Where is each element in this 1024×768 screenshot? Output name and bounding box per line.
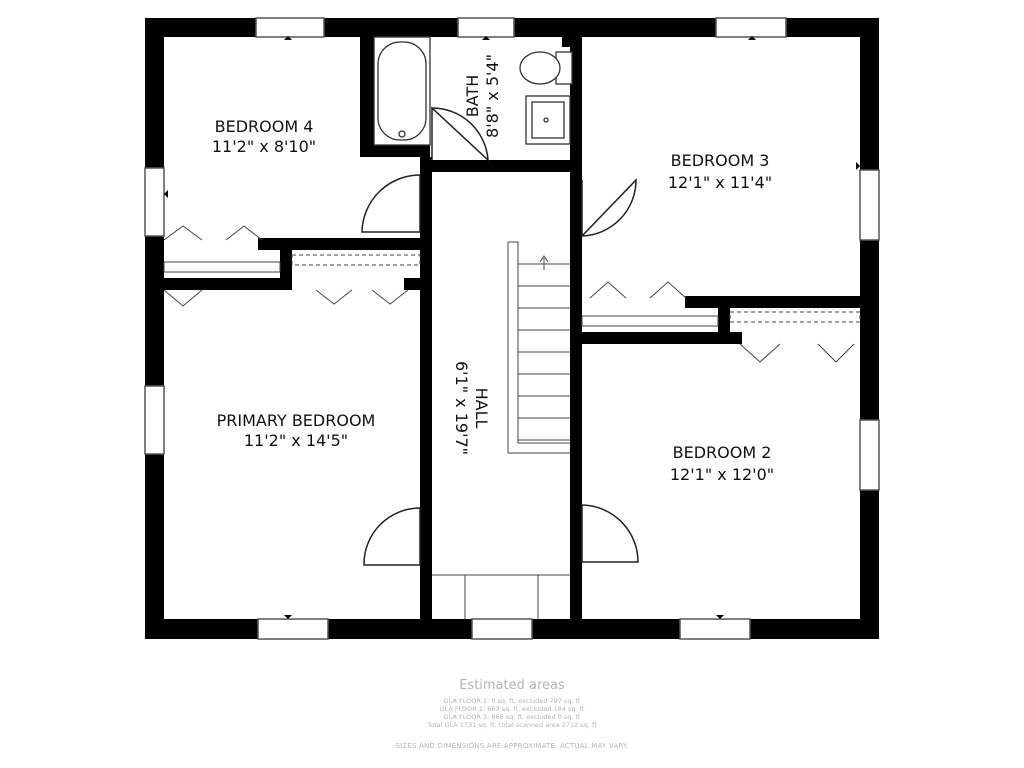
primary-bedroom-name: PRIMARY BEDROOM bbox=[217, 411, 376, 430]
bedroom3-name: BEDROOM 3 bbox=[671, 151, 770, 170]
stairs bbox=[507, 241, 570, 454]
bedroom3-dims: 12'1" x 11'4" bbox=[668, 173, 772, 192]
bath-fixtures bbox=[373, 36, 573, 146]
area-line: GLA FLOOR 2: 863 sq. ft, excluded 184 sq… bbox=[439, 705, 585, 713]
doors bbox=[361, 106, 639, 566]
disclaimer-note: SIZES AND DIMENSIONS ARE APPROXIMATE, AC… bbox=[395, 742, 629, 750]
hall-name: HALL bbox=[472, 388, 491, 429]
floor-plan: BEDROOM 4 11'2" x 8'10" BATH 8'8" x 5'4"… bbox=[144, 17, 880, 640]
primary-bedroom-dims: 11'2" x 14'5" bbox=[244, 431, 348, 450]
estimated-areas-title: Estimated areas bbox=[459, 678, 565, 693]
room-labels: BEDROOM 4 11'2" x 8'10" BATH 8'8" x 5'4"… bbox=[212, 54, 774, 484]
bedroom2-name: BEDROOM 2 bbox=[673, 443, 772, 462]
area-line: GLA FLOOR 3: 868 sq. ft, excluded 0 sq. … bbox=[443, 713, 581, 721]
area-line: GLA FLOOR 1: 0 sq. ft, excluded 797 sq. … bbox=[443, 697, 581, 705]
markers bbox=[164, 36, 860, 619]
windows bbox=[144, 17, 880, 640]
closets bbox=[163, 225, 861, 363]
bath-dims: 8'8" x 5'4" bbox=[483, 54, 502, 138]
interior-walls bbox=[164, 37, 865, 620]
bath-name: BATH bbox=[463, 75, 482, 117]
hall-dims: 6'1" x 19'7" bbox=[452, 361, 471, 455]
bedroom4-dims: 11'2" x 8'10" bbox=[212, 137, 316, 156]
area-line: Total GLA 1731 sq. ft, total scanned are… bbox=[427, 721, 597, 729]
hall-entry bbox=[432, 574, 570, 619]
exterior-walls bbox=[145, 18, 879, 639]
bedroom2-dims: 12'1" x 12'0" bbox=[670, 465, 774, 484]
bedroom4-name: BEDROOM 4 bbox=[215, 117, 314, 136]
area-breakdown: GLA FLOOR 1: 0 sq. ft, excluded 797 sq. … bbox=[0, 697, 1024, 729]
